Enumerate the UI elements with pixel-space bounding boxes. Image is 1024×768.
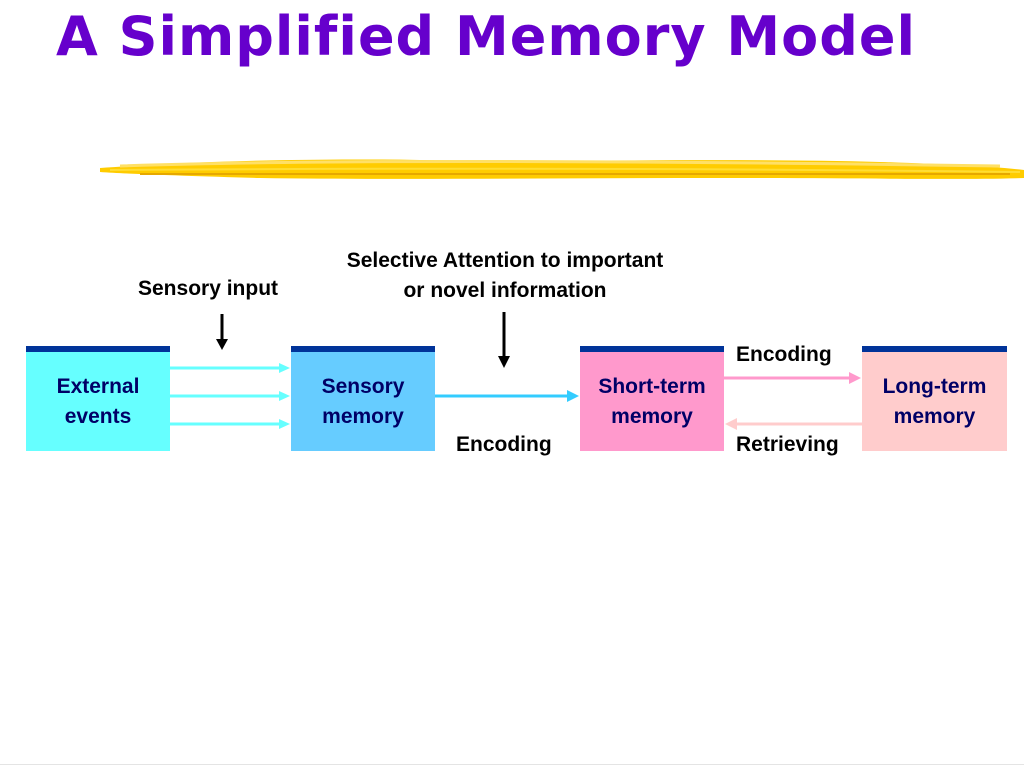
external-events-box: External events bbox=[26, 346, 170, 451]
slide-title: A Simplified Memory Model bbox=[56, 5, 916, 68]
title-brush-underline bbox=[100, 159, 1024, 179]
long-term-memory-box: Long-term memory bbox=[862, 346, 1007, 451]
sensory-memory-box: Sensory memory bbox=[291, 346, 435, 451]
sensory-to-short-term-arrow bbox=[435, 390, 579, 402]
short-term-memory-box: Short-term memory bbox=[580, 346, 724, 451]
retrieving-label: Retrieving bbox=[736, 433, 839, 456]
selective-attention-label: Selective Attention to important or nove… bbox=[346, 249, 664, 302]
sensory-memory-label: Sensory memory bbox=[321, 374, 405, 428]
long-term-memory-label: Long-term memory bbox=[882, 374, 987, 428]
long-to-short-term-arrow bbox=[725, 418, 862, 430]
sensory-input-down-arrow bbox=[216, 314, 228, 350]
selective-attention-down-arrow bbox=[498, 312, 510, 368]
short-to-long-term-arrow bbox=[724, 372, 861, 384]
short-term-memory-label: Short-term memory bbox=[598, 374, 706, 428]
footer-divider bbox=[0, 764, 1024, 765]
encoding-to-long-term-label: Encoding bbox=[736, 343, 832, 366]
sensory-input-label: Sensory input bbox=[138, 277, 279, 300]
external-events-label: External events bbox=[56, 374, 140, 428]
external-to-sensory-arrow-1 bbox=[170, 363, 290, 373]
encoding-to-short-term-label: Encoding bbox=[456, 433, 552, 456]
external-to-sensory-arrow-2 bbox=[170, 391, 290, 401]
external-to-sensory-arrow-3 bbox=[170, 419, 290, 429]
